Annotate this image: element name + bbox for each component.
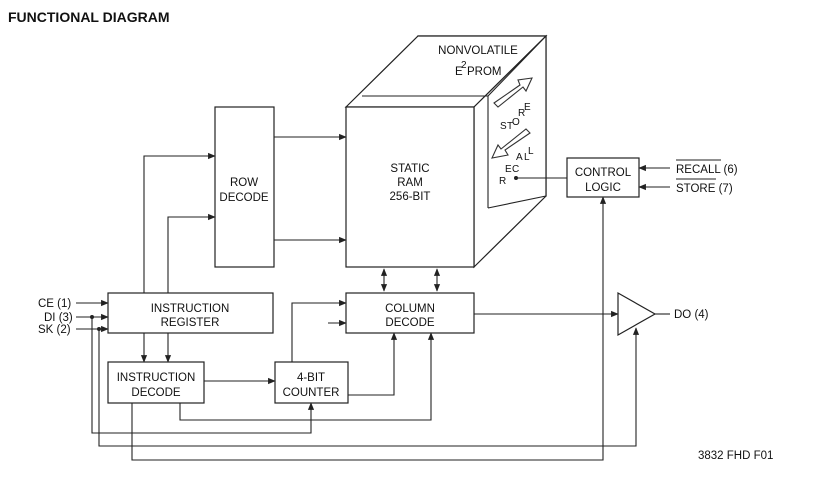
svg-text:S: S: [500, 121, 507, 132]
pin-store-label: STORE (7): [676, 183, 733, 195]
svg-text:DECODE: DECODE: [219, 192, 269, 204]
svg-text:O: O: [512, 117, 520, 128]
recall-arrow-label: R E C A L L: [499, 146, 534, 187]
svg-text:CONTROL: CONTROL: [575, 167, 632, 179]
eeprom-superscript: 2: [461, 60, 467, 71]
svg-text:RAM: RAM: [397, 177, 423, 189]
pin-do-label: DO (4): [674, 309, 709, 321]
signal-lines: [76, 133, 721, 461]
store-arrow-label: S T O R E: [500, 102, 531, 132]
svg-text:COLUMN: COLUMN: [385, 303, 435, 315]
svg-text:REGISTER: REGISTER: [161, 317, 220, 329]
svg-text:STATIC: STATIC: [390, 163, 429, 175]
svg-text:C: C: [512, 164, 519, 175]
eeprom-suffix: PROM: [467, 66, 502, 78]
column-decode-block: COLUMN DECODE: [345, 292, 475, 334]
eeprom-prefix: E: [455, 66, 463, 78]
counter-block: 4-BIT COUNTER: [274, 361, 349, 404]
svg-text:R: R: [499, 176, 506, 187]
svg-text:DECODE: DECODE: [131, 387, 181, 399]
pin-recall-label: RECALL (6): [676, 164, 738, 176]
nonvolatile-eeprom-block: NONVOLATILE E 2 PROM: [344, 34, 548, 269]
svg-text:R: R: [518, 108, 525, 119]
svg-text:T: T: [507, 121, 513, 132]
svg-text:ROW: ROW: [230, 177, 258, 189]
svg-text:DECODE: DECODE: [385, 317, 435, 329]
svg-text:L: L: [524, 152, 530, 163]
svg-text:L: L: [528, 146, 534, 157]
static-ram-block: STATIC RAM 256-BIT: [345, 106, 475, 268]
pin-sk-label: SK (2): [38, 324, 71, 336]
figure-code: 3832 FHD F01: [698, 450, 773, 462]
svg-text:LOGIC: LOGIC: [585, 182, 621, 194]
svg-text:256-BIT: 256-BIT: [390, 191, 431, 203]
svg-text:A: A: [516, 152, 523, 163]
svg-text:INSTRUCTION: INSTRUCTION: [151, 303, 230, 315]
store-arrow-icon: [493, 77, 533, 108]
nonvolatile-label: NONVOLATILE: [438, 45, 518, 57]
recall-arrow-icon: [491, 128, 531, 159]
svg-text:E: E: [524, 102, 531, 113]
row-decode-block: ROW DECODE: [214, 106, 275, 268]
svg-text:4-BIT: 4-BIT: [297, 372, 325, 384]
instruction-register-block: INSTRUCTION REGISTER: [107, 292, 274, 334]
svg-text:E: E: [505, 164, 512, 175]
svg-text:INSTRUCTION: INSTRUCTION: [117, 372, 196, 384]
control-logic-block: CONTROL LOGIC: [566, 157, 640, 198]
pin-ce-label: CE (1): [38, 298, 71, 310]
pin-di-label: DI (3): [44, 312, 73, 324]
instruction-decode-block: INSTRUCTION DECODE: [107, 361, 205, 404]
diagram-title: FUNCTIONAL DIAGRAM: [8, 9, 170, 25]
svg-text:COUNTER: COUNTER: [283, 387, 340, 399]
